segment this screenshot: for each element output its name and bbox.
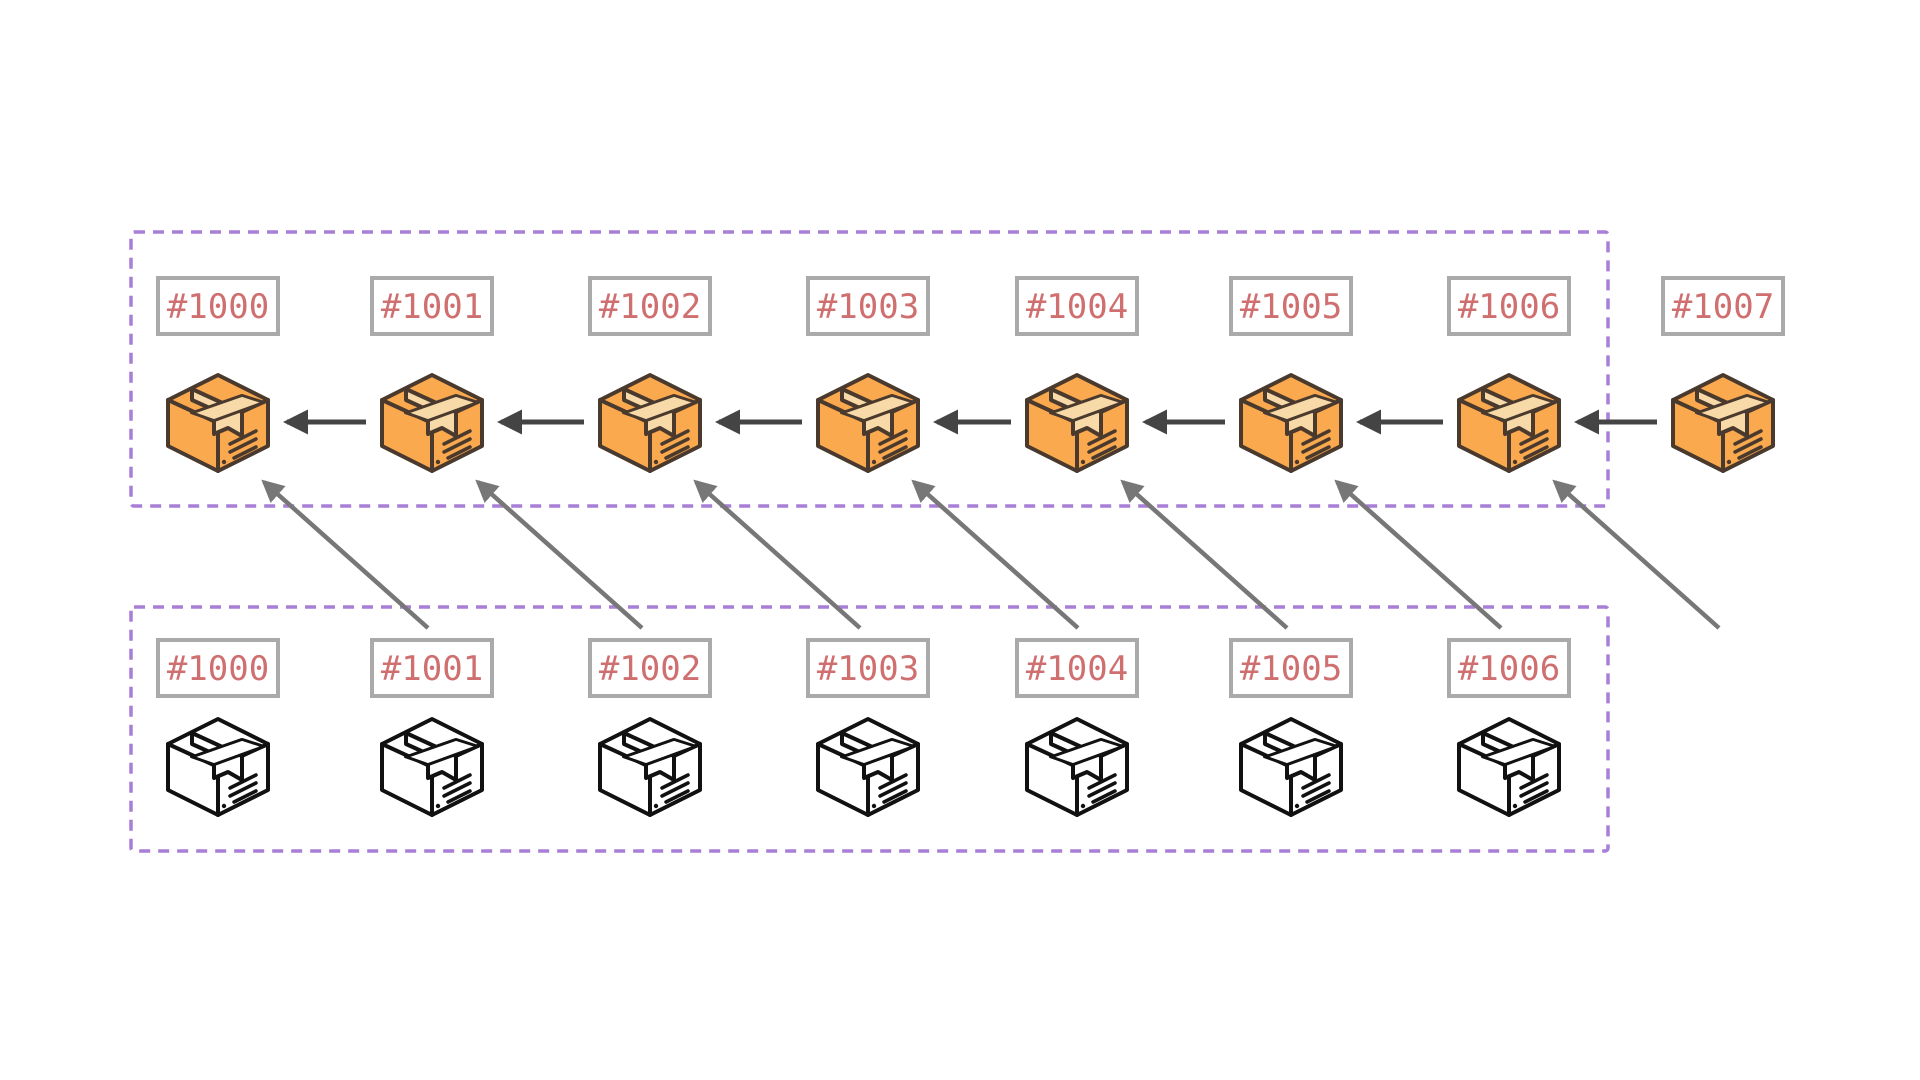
block-label-text: #1001	[381, 287, 483, 327]
header-label: #1003	[806, 638, 930, 698]
header-label-text: #1003	[817, 649, 919, 689]
block-label: #1001	[370, 276, 494, 336]
package-box-outline-icon	[598, 717, 702, 817]
package-box-icon	[816, 373, 920, 473]
header-link-arrow	[911, 479, 1080, 630]
package-box-icon	[380, 373, 484, 473]
block-label-text: #1000	[167, 287, 269, 327]
header-chain-group	[129, 605, 1610, 853]
header-label: #1006	[1447, 638, 1571, 698]
package-box-outline-icon	[1239, 717, 1343, 817]
block-label-frame	[1015, 276, 1139, 336]
block-label-frame	[806, 276, 930, 336]
header-label-text: #1005	[1240, 649, 1342, 689]
block-label-text: #1007	[1672, 287, 1774, 327]
header-label: #1000	[156, 638, 280, 698]
package-box-icon	[1671, 373, 1775, 473]
block-label-frame	[1229, 276, 1353, 336]
block-label-frame	[156, 276, 280, 336]
block-label-frame	[1661, 276, 1785, 336]
block-label-text: #1005	[1240, 287, 1342, 327]
header-label-frame	[1015, 638, 1139, 698]
block-label-text: #1004	[1026, 287, 1128, 327]
package-box-icon	[166, 373, 270, 473]
header-labels: #1000 #1001 #1002 #1003 #1004 #1005 #1006	[156, 638, 1571, 698]
package-box-outline-icon	[380, 717, 484, 817]
block-label: #1006	[1447, 276, 1571, 336]
header-label-frame	[156, 638, 280, 698]
block-icons	[166, 373, 1775, 473]
header-label: #1005	[1229, 638, 1353, 698]
block-label: #1007	[1661, 276, 1785, 336]
header-label-text: #1001	[381, 649, 483, 689]
header-link-arrow	[1334, 479, 1503, 630]
header-link-arrow	[261, 479, 430, 630]
block-label: #1005	[1229, 276, 1353, 336]
header-link-arrow	[1120, 479, 1289, 630]
block-label-frame	[370, 276, 494, 336]
package-box-icon	[1457, 373, 1561, 473]
header-label: #1004	[1015, 638, 1139, 698]
header-label: #1002	[588, 638, 712, 698]
header-link-arrow	[475, 479, 644, 630]
header-label-frame	[588, 638, 712, 698]
block-label: #1002	[588, 276, 712, 336]
package-box-outline-icon	[1025, 717, 1129, 817]
block-label: #1000	[156, 276, 280, 336]
package-box-outline-icon	[816, 717, 920, 817]
package-box-icon	[598, 373, 702, 473]
header-label-frame	[370, 638, 494, 698]
block-label-frame	[1447, 276, 1571, 336]
block-label: #1003	[806, 276, 930, 336]
package-box-icon	[1025, 373, 1129, 473]
header-link-arrow	[1552, 479, 1721, 630]
header-label-frame	[1447, 638, 1571, 698]
block-label-text: #1003	[817, 287, 919, 327]
package-box-outline-icon	[1457, 717, 1561, 817]
block-label: #1004	[1015, 276, 1139, 336]
header-label-text: #1000	[167, 649, 269, 689]
header-link-arrows	[261, 479, 1721, 630]
header-icons	[166, 717, 1561, 817]
header-label-frame	[806, 638, 930, 698]
header-label-text: #1004	[1026, 649, 1128, 689]
block-labels: #1000 #1001 #1002 #1003 #1004 #1005 #1006 #1007	[156, 276, 1785, 336]
header-label: #1001	[370, 638, 494, 698]
header-label-text: #1002	[599, 649, 701, 689]
package-box-icon	[1239, 373, 1343, 473]
block-label-text: #1006	[1458, 287, 1560, 327]
header-link-arrow	[693, 479, 862, 630]
package-box-outline-icon	[166, 717, 270, 817]
header-label-text: #1006	[1458, 649, 1560, 689]
header-label-frame	[1229, 638, 1353, 698]
block-label-text: #1002	[599, 287, 701, 327]
block-label-frame	[588, 276, 712, 336]
